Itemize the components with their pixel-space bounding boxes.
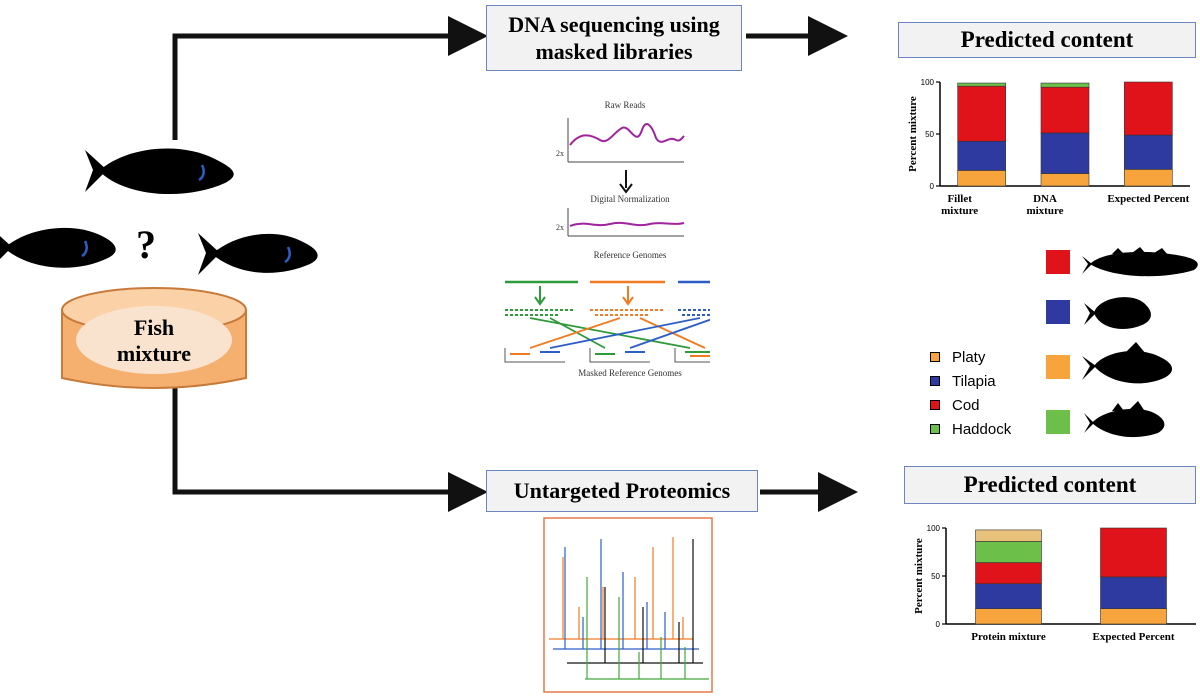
spectrum-black-trace xyxy=(567,539,703,664)
species-legend: Platy Tilapia Cod Haddock xyxy=(930,345,1011,441)
normalized-curve xyxy=(569,221,685,227)
bar-segment-tilapia xyxy=(957,140,1006,171)
legend-swatch-haddock xyxy=(930,424,940,434)
predicted-content-label-bottom: Predicted content xyxy=(963,472,1137,497)
x-category-label: Fillet xyxy=(947,193,972,205)
tilapia-fish-icon xyxy=(1084,297,1151,329)
bar-segment-haddock xyxy=(957,82,1006,87)
predicted-content-label-top: Predicted content xyxy=(960,27,1134,52)
mass-spectrum-panel xyxy=(543,517,713,693)
predicted-content-box-bottom: Predicted content xyxy=(904,466,1196,504)
legend-label-tilapia: Tilapia xyxy=(952,372,996,390)
masked-reference-label: Masked Reference Genomes xyxy=(578,368,682,378)
bar-segment-tilapia xyxy=(1040,132,1090,174)
y-axis-title: Percent mixture xyxy=(913,538,925,614)
bar-segment-tilapia xyxy=(1100,576,1167,609)
proteomics-box-label: Untargeted Proteomics xyxy=(513,478,731,503)
legend-item-cod: Cod xyxy=(930,393,1011,417)
bar-segment-platy xyxy=(957,170,1006,187)
y-axis-title: Percent mixture xyxy=(907,96,919,172)
y-tick-label: 0 xyxy=(936,620,941,629)
platy-fish-icon xyxy=(1082,342,1173,384)
fish-icon xyxy=(85,148,234,195)
sequencing-pipeline: Raw Reads 2x Digital Normalization 2x Re… xyxy=(504,100,710,378)
digital-normalization-label: Digital Normalization xyxy=(590,194,670,204)
platy-swatch xyxy=(1046,355,1070,379)
x-category-label: Expected Percent xyxy=(1107,193,1189,205)
cod-fish-icon xyxy=(1082,247,1198,277)
legend-item-haddock: Haddock xyxy=(930,417,1011,441)
dna-sequencing-box: DNA sequencing using masked libraries xyxy=(486,5,742,71)
raw-reads-curve xyxy=(569,123,685,146)
cod-swatch xyxy=(1046,250,1070,274)
bar-segment-tilapia xyxy=(1124,134,1173,170)
bar-segment-cod xyxy=(1124,81,1173,136)
bar-segment-platy xyxy=(1124,169,1173,187)
bar-segment-cod xyxy=(957,85,1006,142)
dna-box-line1: DNA sequencing using xyxy=(508,12,720,37)
spectrum-orange-trace xyxy=(549,537,693,640)
bar-segment-haddock xyxy=(975,541,1042,563)
haddock-fish-icon xyxy=(1084,401,1165,438)
proteomics-box: Untargeted Proteomics xyxy=(486,470,758,512)
y-tick-label: 0 xyxy=(930,182,935,191)
y-tick-label: 50 xyxy=(931,572,940,581)
legend-item-tilapia: Tilapia xyxy=(930,369,1011,393)
bowl-label-line2: mixture xyxy=(117,341,191,366)
legend-swatch-cod xyxy=(930,400,940,410)
question-mark: ? xyxy=(136,222,156,267)
bar-segment-other xyxy=(975,529,1042,542)
predicted-content-box-top: Predicted content xyxy=(898,22,1196,58)
x-category-label: mixture xyxy=(941,205,978,217)
haddock-swatch xyxy=(1046,410,1070,434)
legend-label-haddock: Haddock xyxy=(952,420,1012,438)
species-key xyxy=(1046,247,1198,438)
bar-segment-haddock xyxy=(1040,82,1090,88)
bowl-label-line1: Fish xyxy=(134,315,174,340)
fish-icon xyxy=(198,233,318,275)
legend-label-cod: Cod xyxy=(952,396,980,414)
spectrum-blue-trace xyxy=(553,539,699,650)
reference-genomes-label: Reference Genomes xyxy=(594,250,667,260)
bar-segment-platy xyxy=(975,608,1042,625)
bottom-connector-arrow xyxy=(172,385,488,512)
bar-segment-platy xyxy=(1040,173,1090,187)
axis-2x-label-2: 2x xyxy=(556,223,564,232)
legend-label-platy: Platy xyxy=(952,348,986,366)
x-category-label: Protein mixture xyxy=(971,631,1046,643)
x-category-label: mixture xyxy=(1026,205,1063,217)
fish-icon xyxy=(0,227,116,268)
bowl-icon: Fish mixture xyxy=(61,287,247,389)
y-tick-label: 50 xyxy=(925,130,934,139)
bar-segment-cod xyxy=(1100,527,1167,578)
top-connector-arrow xyxy=(172,16,488,140)
legend-item-platy: Platy xyxy=(930,345,1011,369)
legend-swatch-platy xyxy=(930,352,940,362)
x-category-label: DNA xyxy=(1033,193,1057,205)
bar-segment-tilapia xyxy=(975,583,1042,609)
bar-segment-cod xyxy=(975,562,1042,584)
y-tick-label: 100 xyxy=(927,524,941,533)
bar-segment-cod xyxy=(1040,86,1090,134)
y-tick-label: 100 xyxy=(921,78,935,87)
fish-mixture-illustration: ? Fish mixture xyxy=(0,148,318,389)
spectrum-green-trace xyxy=(585,577,709,680)
dna-box-line2: masked libraries xyxy=(535,39,693,64)
legend-swatch-tilapia xyxy=(930,376,940,386)
bar-segment-platy xyxy=(1100,608,1167,625)
tilapia-swatch xyxy=(1046,300,1070,324)
x-category-label: Expected Percent xyxy=(1093,631,1175,643)
raw-reads-label: Raw Reads xyxy=(605,100,646,110)
axis-2x-label: 2x xyxy=(556,149,564,158)
